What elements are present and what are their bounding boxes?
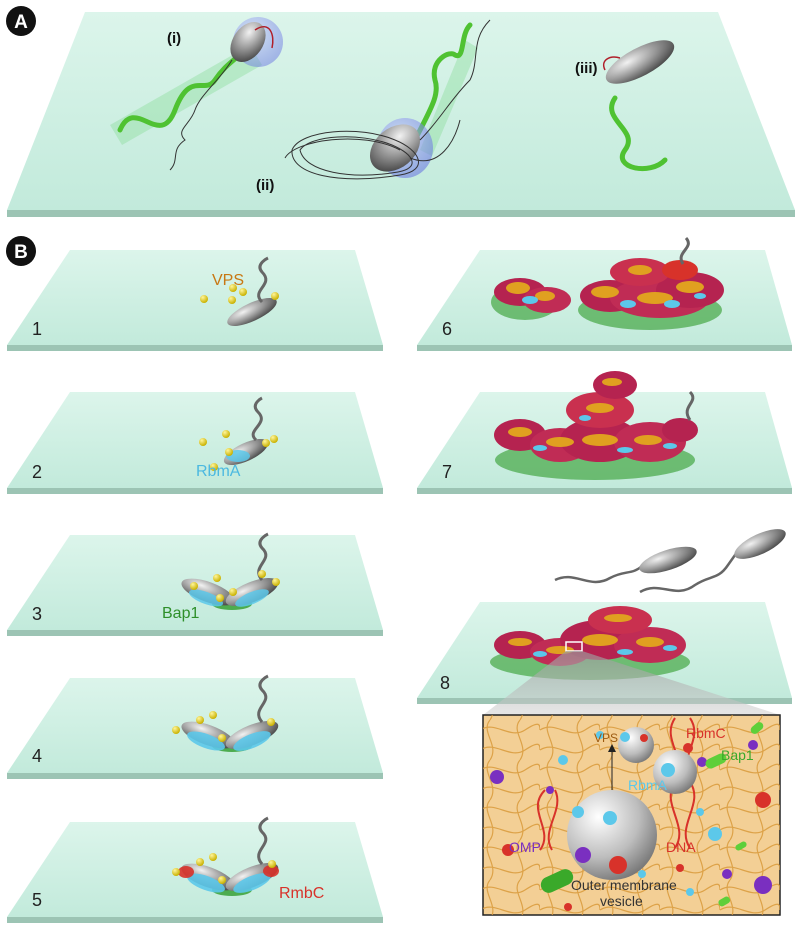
- matrix-inset: VPS RbmC Bap1 RbmA OMP DNA Outer membran…: [482, 714, 781, 916]
- inset-label-rbmc: RbmC: [686, 725, 726, 741]
- inset-label-vesicle-2: vesicle: [600, 893, 643, 909]
- panel-b: B 1 VPS 2: [6, 236, 792, 923]
- dispersing-cells: [554, 529, 786, 594]
- cell-i: (i): [110, 17, 283, 171]
- flagellum-ii: [412, 22, 473, 143]
- vesicle-medium: [653, 743, 727, 794]
- step-3: 3 Bap1: [7, 532, 383, 636]
- step-1-label: VPS: [212, 272, 244, 289]
- step-5: 5 RmbC: [7, 816, 383, 923]
- step-1-number: 1: [32, 319, 42, 339]
- cluster-6-large: [578, 236, 724, 330]
- step-4-number: 4: [32, 746, 42, 766]
- step-3-number: 3: [32, 604, 42, 624]
- panel-a-letter-badge: A: [6, 6, 36, 36]
- vesicle-small: [618, 727, 654, 763]
- omp-ball: [490, 770, 504, 784]
- panel-b-letter: B: [14, 242, 28, 263]
- label-i: (i): [167, 30, 181, 47]
- label-iii: (iii): [575, 60, 598, 77]
- step-3-label: Bap1: [162, 605, 199, 622]
- label-ii: (ii): [256, 177, 274, 194]
- step-6: 6: [417, 236, 792, 351]
- step-2-label: RbmA: [196, 463, 241, 480]
- cell-ii: (ii): [256, 19, 491, 194]
- inset-label-bap1: Bap1: [721, 747, 754, 763]
- inset-label-dna: DNA: [666, 839, 696, 855]
- cell-iii: (iii): [575, 40, 675, 172]
- flagellum-i: [117, 47, 248, 133]
- flagellum-iii: [609, 95, 668, 172]
- inset-label-rbma: RbmA: [628, 777, 668, 793]
- zoom-cone: [483, 651, 780, 715]
- panel-a-surface: [7, 12, 795, 217]
- inset-label-omp: OMP: [509, 839, 541, 855]
- cluster-6-small: [491, 278, 571, 320]
- panel-b-letter-badge: B: [6, 236, 36, 266]
- inset-label-vesicle-1: Outer membrane: [571, 877, 677, 893]
- inset-label-vps: VPS: [594, 731, 618, 745]
- step-5-number: 5: [32, 890, 42, 910]
- step-8-number: 8: [440, 673, 450, 693]
- panel-a: A (i) (ii): [6, 6, 795, 217]
- step-5-label: RmbC: [279, 885, 324, 902]
- vesicle-large: [540, 790, 657, 893]
- step-1: 1 VPS: [7, 250, 383, 351]
- step-6-number: 6: [442, 319, 452, 339]
- step-7: 7: [417, 371, 792, 494]
- step-4: 4: [7, 674, 383, 779]
- step-2: 2 RbmA: [7, 392, 383, 494]
- panel-a-letter: A: [14, 12, 28, 33]
- step-2-number: 2: [32, 462, 42, 482]
- step-7-number: 7: [442, 462, 452, 482]
- step-8: 8: [417, 529, 792, 715]
- cluster-7: [494, 371, 698, 480]
